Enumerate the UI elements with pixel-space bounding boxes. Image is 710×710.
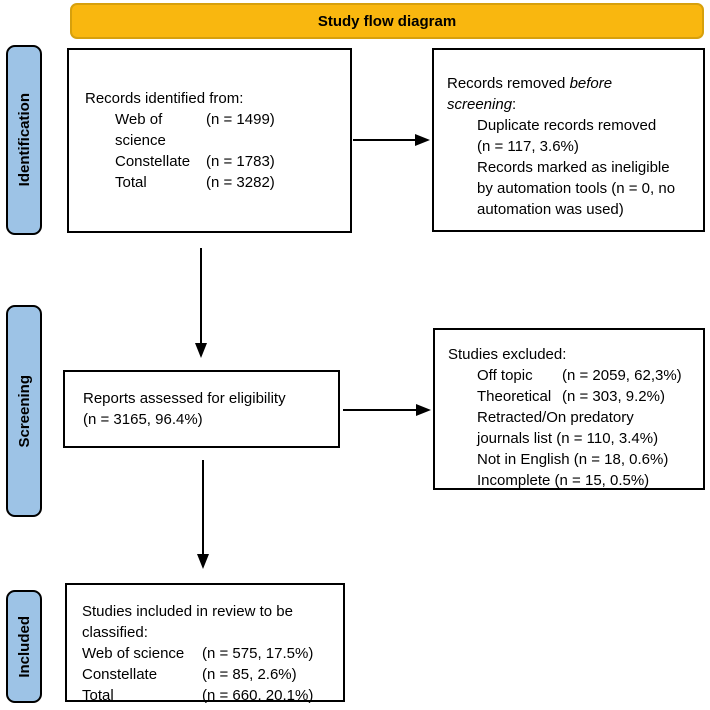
stage-label-included-text: Included <box>15 615 33 678</box>
arrow-right-icon <box>416 404 431 416</box>
list-item: Total (n = 660, 20,1%) <box>82 685 337 706</box>
stage-label-screening: Screening <box>6 305 42 517</box>
list-item: Duplicate records removed <box>477 117 657 134</box>
stage-label-identification: Identification <box>6 45 42 235</box>
list-item: Constellate (n = 85, 2.6%) <box>82 664 337 685</box>
source-count: (n = 1499) <box>206 111 275 128</box>
source-label: Constellate <box>115 153 191 170</box>
source-label: Web of science <box>115 111 166 149</box>
list-item: Theoretical (n = 303, 9.2%) <box>477 386 697 407</box>
source-count: (n = 85, 2.6%) <box>202 666 297 683</box>
source-count: (n = 1783) <box>206 153 275 170</box>
box-studies-included: Studies included in review to be classif… <box>65 583 345 704</box>
connector-identified-to-removed-line <box>353 139 416 141</box>
source-label: Total <box>115 174 147 191</box>
records-removed-list: Duplicate records removed (n = 117, 3.6%… <box>477 115 695 220</box>
source-label: Constellate <box>82 666 158 683</box>
studies-included-heading-line2: classified: <box>82 624 148 641</box>
arrow-down-icon <box>197 554 209 569</box>
reports-assessed-line2: (n = 3165, 96.4%) <box>83 411 203 428</box>
list-item: Web of science (n = 1499) <box>115 109 344 151</box>
diagram-title: Study flow diagram <box>317 12 457 30</box>
box-reports-assessed: Reports assessed for eligibility (n = 31… <box>63 370 340 448</box>
records-removed-heading-line1: Records removed before <box>447 73 695 94</box>
title-banner: Study flow diagram <box>70 3 704 39</box>
reason-count: (n = 2059, 62,3%) <box>562 367 682 384</box>
connector-assessed-to-included-line <box>202 460 204 555</box>
stage-label-included: Included <box>6 590 42 703</box>
heading-text: Records removed <box>447 75 570 92</box>
records-removed-heading-line2: screening: <box>447 94 695 115</box>
stage-label-screening-text: Screening <box>15 374 33 448</box>
reason-count: (n = 303, 9.2%) <box>562 388 665 405</box>
studies-included-heading-line1: Studies included in review to be <box>82 603 293 620</box>
list-item: Records marked as ineligible <box>477 159 670 176</box>
list-item: Not in English (n = 18, 0.6%) <box>477 451 669 468</box>
source-label: Total <box>82 687 114 704</box>
heading-text-italic: screening <box>447 96 513 113</box>
arrow-down-icon <box>195 343 207 358</box>
connector-assessed-to-excluded-line <box>343 409 417 411</box>
source-count: (n = 660, 20,1%) <box>202 687 314 704</box>
reports-assessed-line1: Reports assessed for eligibility <box>83 390 286 407</box>
box-studies-excluded: Studies excluded: Off topic (n = 2059, 6… <box>433 328 705 490</box>
source-label: Web of science <box>82 645 185 662</box>
connector-identified-to-assessed-line <box>200 248 202 344</box>
list-item: Incomplete (n = 15, 0.5%) <box>477 472 650 489</box>
source-count: (n = 3282) <box>206 174 275 191</box>
list-item: automation was used) <box>477 201 624 218</box>
arrow-right-icon <box>415 134 430 146</box>
records-identified-heading: Records identified from: <box>85 90 244 107</box>
stage-label-identification-text: Identification <box>15 93 33 187</box>
list-item: (n = 117, 3.6%) <box>477 138 579 155</box>
source-count: (n = 575, 17.5%) <box>202 645 314 662</box>
box-records-removed: Records removed before screening: Duplic… <box>432 48 705 232</box>
records-identified-list: Web of science (n = 1499) Constellate (n… <box>115 109 344 193</box>
list-item: Web of science (n = 575, 17.5%) <box>82 643 337 664</box>
studies-excluded-heading: Studies excluded: <box>448 346 567 363</box>
heading-text-italic: before <box>569 75 613 92</box>
list-item: Total (n = 3282) <box>115 172 344 193</box>
heading-text: : <box>512 96 517 113</box>
studies-excluded-list: Off topic (n = 2059, 62,3%) Theoretical … <box>477 365 697 491</box>
list-item: by automation tools (n = 0, no <box>477 180 676 197</box>
list-item: Constellate (n = 1783) <box>115 151 344 172</box>
list-item: Off topic (n = 2059, 62,3%) <box>477 365 697 386</box>
reason-label: Theoretical <box>477 388 552 405</box>
reason-label: Off topic <box>477 367 533 384</box>
box-records-identified: Records identified from: Web of science … <box>67 48 352 233</box>
list-item: Retracted/On predatory <box>477 409 634 426</box>
list-item: journals list (n = 110, 3.4%) <box>477 430 659 447</box>
